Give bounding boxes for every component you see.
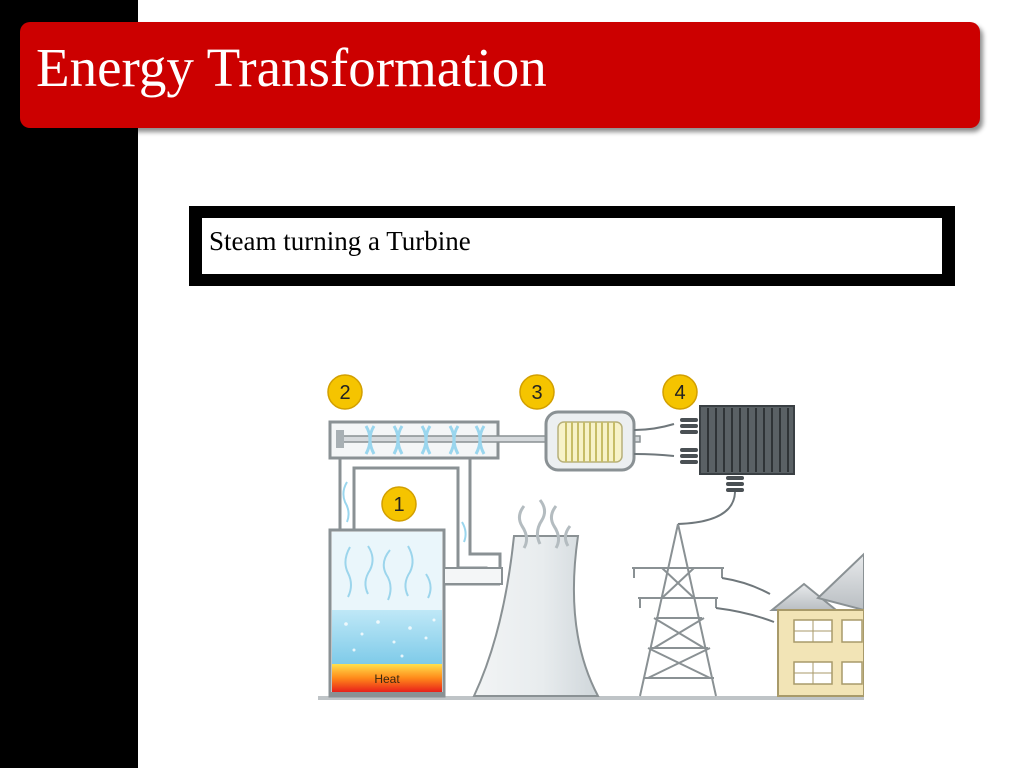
boiler-steam-wisps	[344, 545, 432, 601]
caption-text: Steam turning a Turbine	[209, 226, 471, 256]
boiler-water	[332, 610, 442, 664]
step-badge-3: 3	[519, 374, 555, 410]
cooling-tower-vapour	[517, 499, 572, 549]
house	[769, 552, 864, 697]
slide-title: Energy Transformation	[36, 37, 547, 98]
transmission-wire	[677, 491, 736, 525]
generator-coils	[565, 422, 615, 462]
steam-pipe	[338, 452, 503, 586]
svg-text:2: 2	[339, 382, 350, 404]
generator-wires	[633, 423, 675, 457]
transformer-fins	[707, 408, 789, 472]
power-plant-diagram: Heat	[318, 374, 864, 700]
boiler-bubbles	[344, 618, 436, 658]
ground-line	[318, 696, 864, 700]
pipe-steam-wisps	[342, 481, 467, 543]
caption-box: Steam turning a Turbine	[189, 206, 955, 286]
step-badge-1: 1	[381, 486, 417, 522]
step-badge-2: 2	[327, 374, 363, 410]
left-black-bar	[0, 0, 138, 768]
turbine	[328, 420, 641, 460]
turbine-blades	[364, 425, 486, 455]
caption-inner-frame: Steam turning a Turbine	[200, 216, 944, 276]
heat-source	[332, 664, 442, 692]
boiler: Heat	[328, 528, 446, 698]
house-wires	[715, 577, 775, 623]
transformer	[680, 405, 795, 492]
svg-text:4: 4	[674, 382, 685, 404]
heat-label: Heat	[374, 672, 400, 686]
cooling-tower	[472, 499, 600, 697]
pylon	[632, 523, 724, 697]
step-badge-4: 4	[662, 374, 698, 410]
svg-text:3: 3	[531, 382, 542, 404]
generator	[544, 410, 636, 472]
transformer-insulators	[680, 418, 698, 464]
svg-text:1: 1	[393, 494, 404, 516]
title-banner	[20, 22, 980, 128]
